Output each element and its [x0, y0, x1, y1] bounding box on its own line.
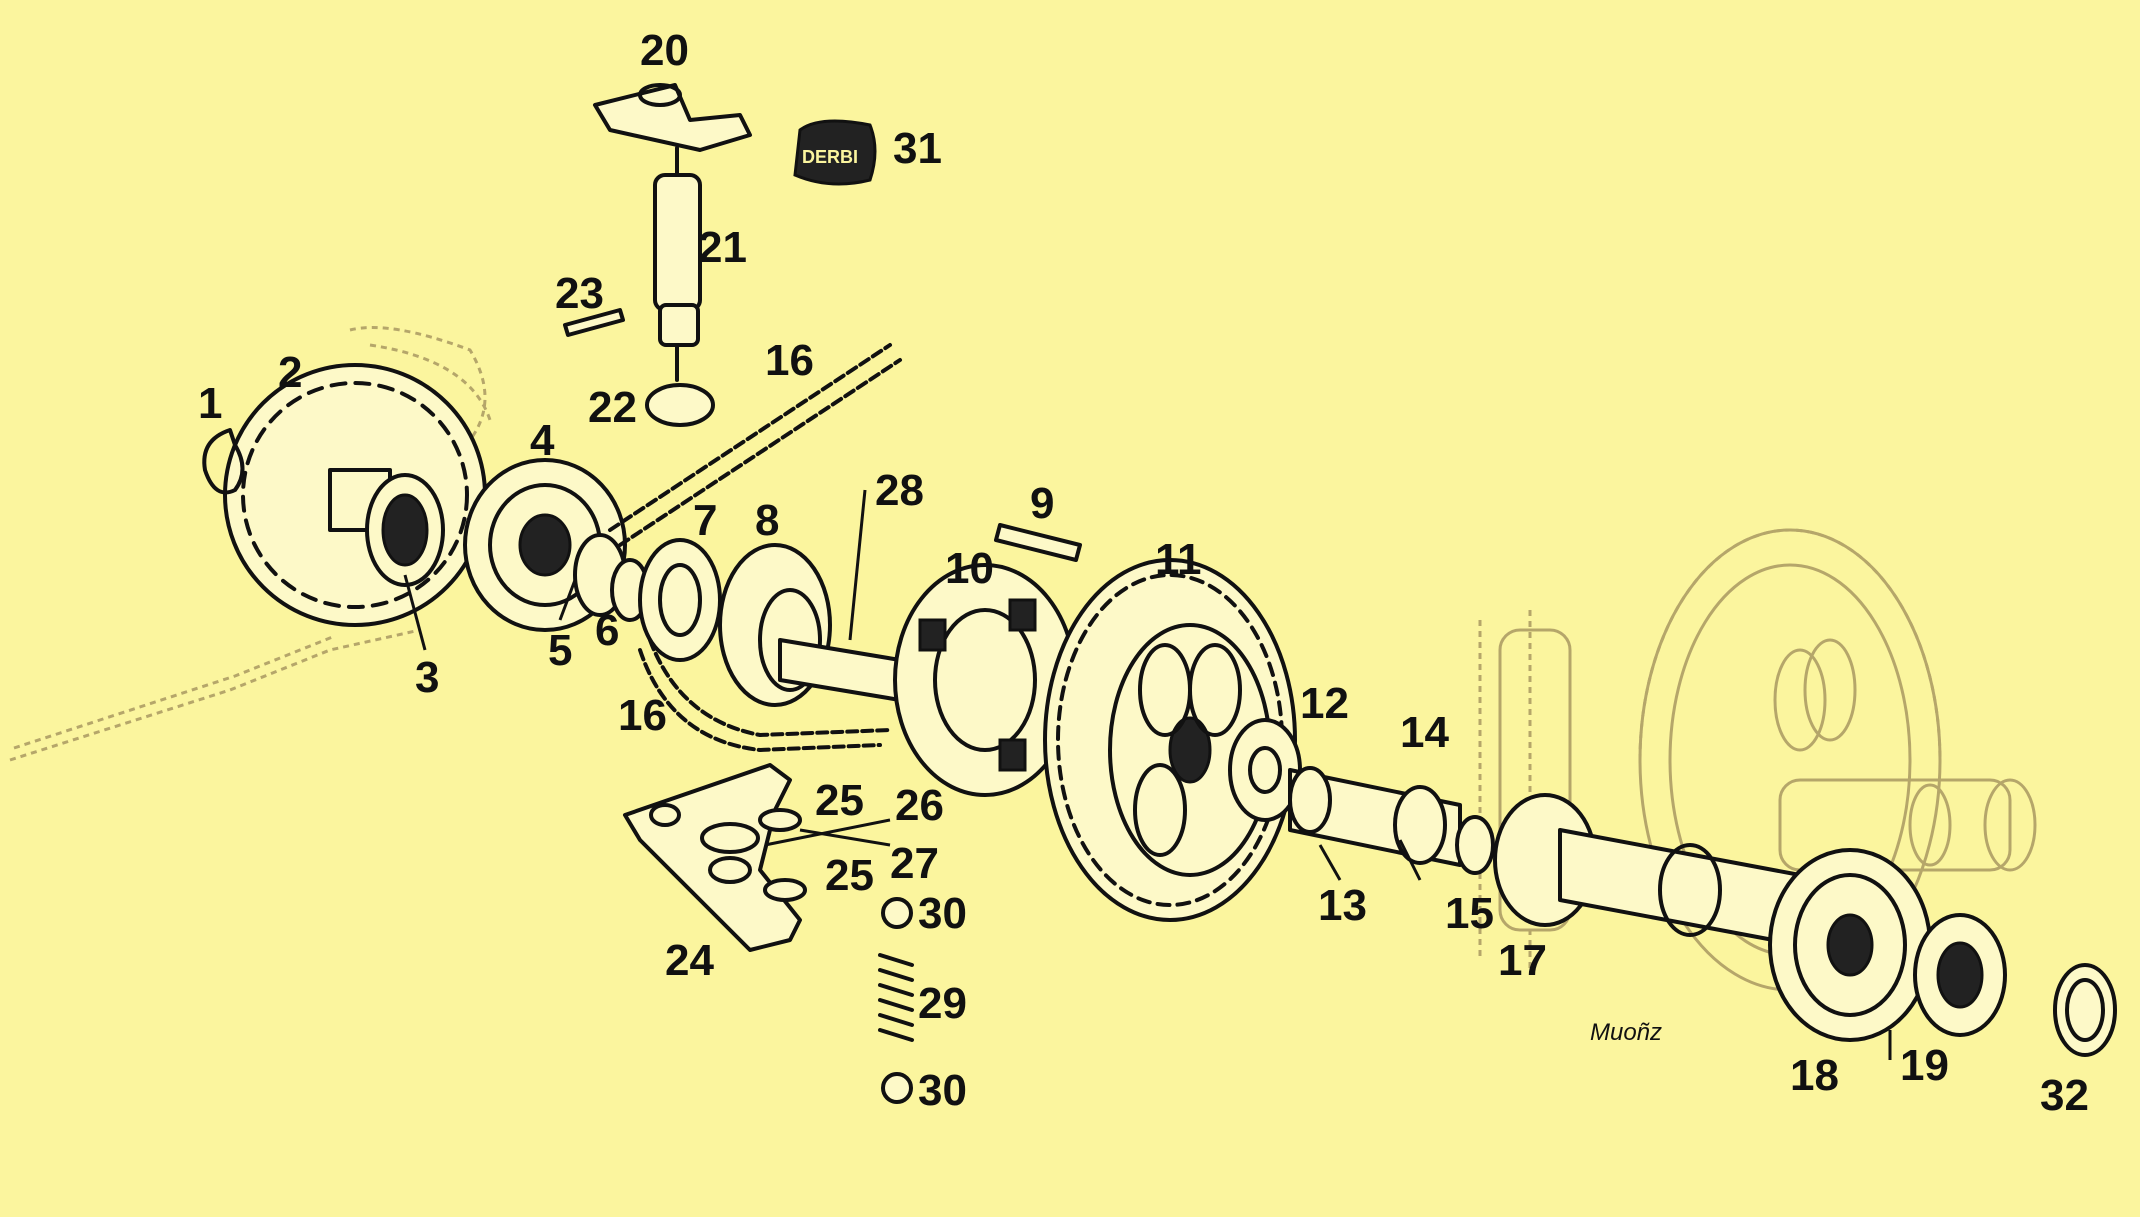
label-14: 14: [1400, 708, 1449, 757]
label-19: 19: [1900, 1041, 1949, 1090]
spacer-washer: [573, 533, 650, 622]
label-13: 13: [1318, 881, 1367, 930]
label-25-bottom: 25: [825, 851, 874, 900]
label-26: 26: [895, 781, 944, 830]
label-8: 8: [755, 496, 779, 545]
pin-9: [994, 523, 1082, 562]
label-1: 1: [198, 379, 222, 428]
label-18: 18: [1790, 1051, 1839, 1100]
splined-shaft: [1288, 766, 1495, 875]
oil-seal-19: [1913, 913, 2007, 1037]
label-7: 7: [693, 496, 717, 545]
label-25-top: 25: [815, 776, 864, 825]
leader-lines: [403, 489, 1892, 1060]
ghost-chain: [9, 326, 492, 762]
part-number-labels: 1 2 3 4 5 6 7 8 9 10 11 12 13 14 15 16 1…: [198, 26, 2089, 1120]
label-3: 3: [415, 653, 439, 702]
circlip: [202, 428, 245, 495]
bearing-right: [1768, 848, 1932, 1042]
label-5: 5: [548, 626, 572, 675]
label-28: 28: [875, 466, 924, 515]
sprocket-7: [638, 538, 722, 662]
label-11: 11: [1155, 535, 1202, 584]
label-27: 27: [890, 839, 939, 888]
label-9: 9: [1030, 479, 1054, 528]
label-17: 17: [1498, 936, 1547, 985]
label-20: 20: [640, 26, 689, 75]
label-31: 31: [893, 124, 942, 173]
label-6: 6: [595, 606, 619, 655]
artist-signature: Muoñz: [1590, 1019, 1662, 1046]
label-16-bottom: 16: [618, 691, 667, 740]
selector-assembly: [593, 83, 752, 427]
ring-32: [2053, 963, 2117, 1057]
bracket: [623, 763, 802, 952]
label-12: 12: [1300, 679, 1349, 728]
label-23: 23: [555, 269, 604, 318]
label-2: 2: [278, 348, 302, 397]
label-30-bottom: 30: [918, 1066, 967, 1115]
pin-23: [563, 308, 625, 337]
label-10: 10: [945, 544, 994, 593]
label-32: 32: [2040, 1071, 2089, 1120]
derbi-stamp-text: DERBI: [802, 147, 858, 167]
sprocket-large: [223, 363, 487, 627]
derbi-stamp: DERBI: [793, 119, 877, 186]
small-parts: [700, 808, 807, 902]
label-22: 22: [588, 383, 637, 432]
oil-seal: [365, 473, 445, 587]
label-24: 24: [665, 936, 714, 985]
pinion-shaft: [1493, 793, 1802, 947]
label-4: 4: [530, 416, 555, 465]
label-30-top: 30: [918, 889, 967, 938]
chain: [608, 343, 902, 752]
label-15: 15: [1445, 889, 1494, 938]
label-29: 29: [918, 979, 967, 1028]
spring-balls: [878, 897, 914, 1104]
label-21: 21: [698, 223, 747, 272]
label-16-top: 16: [765, 336, 814, 385]
